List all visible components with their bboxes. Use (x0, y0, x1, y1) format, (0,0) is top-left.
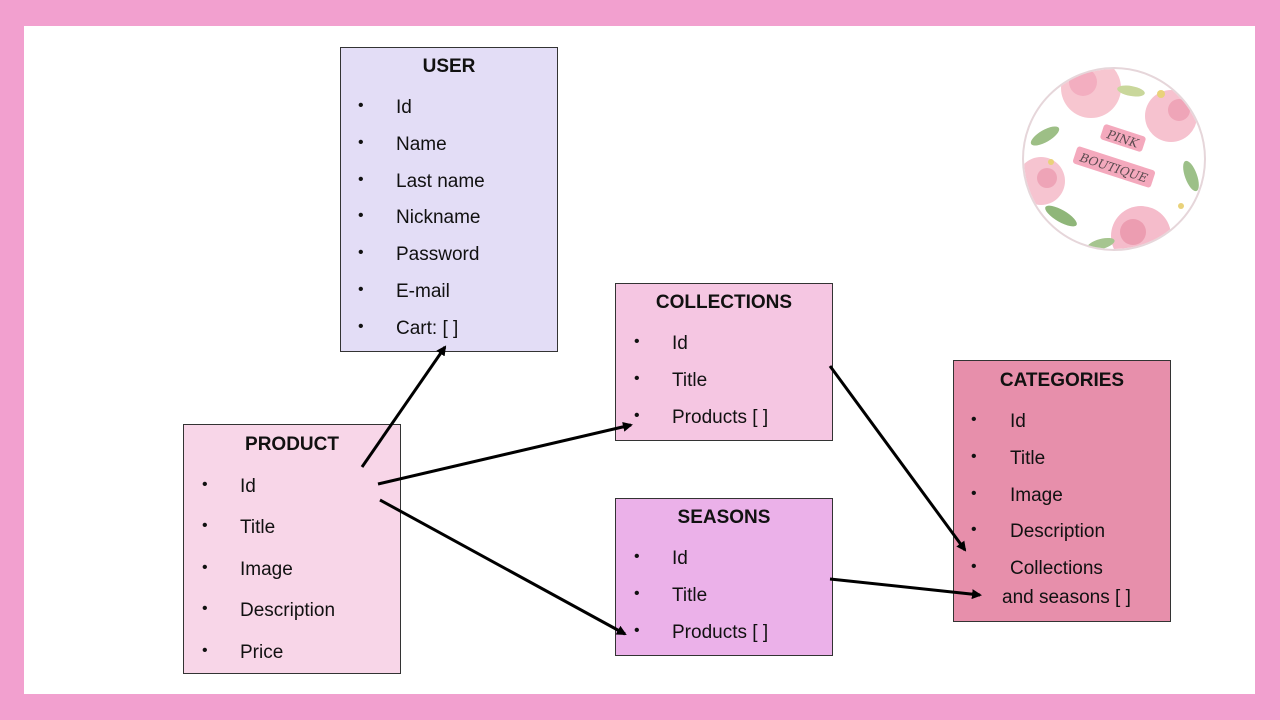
seasons-entity-title: SEASONS (677, 507, 771, 528)
product-entity-title: PRODUCT (245, 434, 339, 455)
arrow-collections-to-categories (828, 365, 967, 552)
user-entity-title: USER (422, 56, 476, 77)
arrow-product-to-collections (377, 421, 633, 486)
seasons-entity-box: SEASONS •Id •Title •Products [ ] (615, 498, 833, 656)
arrow-seasons-to-categories (829, 577, 982, 600)
user-entity-box: USER •Id •Name •Last name •Nickname •Pas… (340, 47, 558, 352)
collections-entity-title: COLLECTIONS (655, 292, 793, 313)
arrow-product-to-seasons (379, 498, 627, 636)
arrow-product-to-user (360, 345, 447, 468)
categories-entity-title: CATEGORIES (999, 370, 1125, 391)
pink-boutique-logo: PINK BOUTIQUE (1022, 67, 1206, 251)
collections-entity-box: COLLECTIONS •Id •Title •Products [ ] (615, 283, 833, 441)
categories-entity-box: CATEGORIES •Id •Title •Image •Descriptio… (953, 360, 1171, 622)
